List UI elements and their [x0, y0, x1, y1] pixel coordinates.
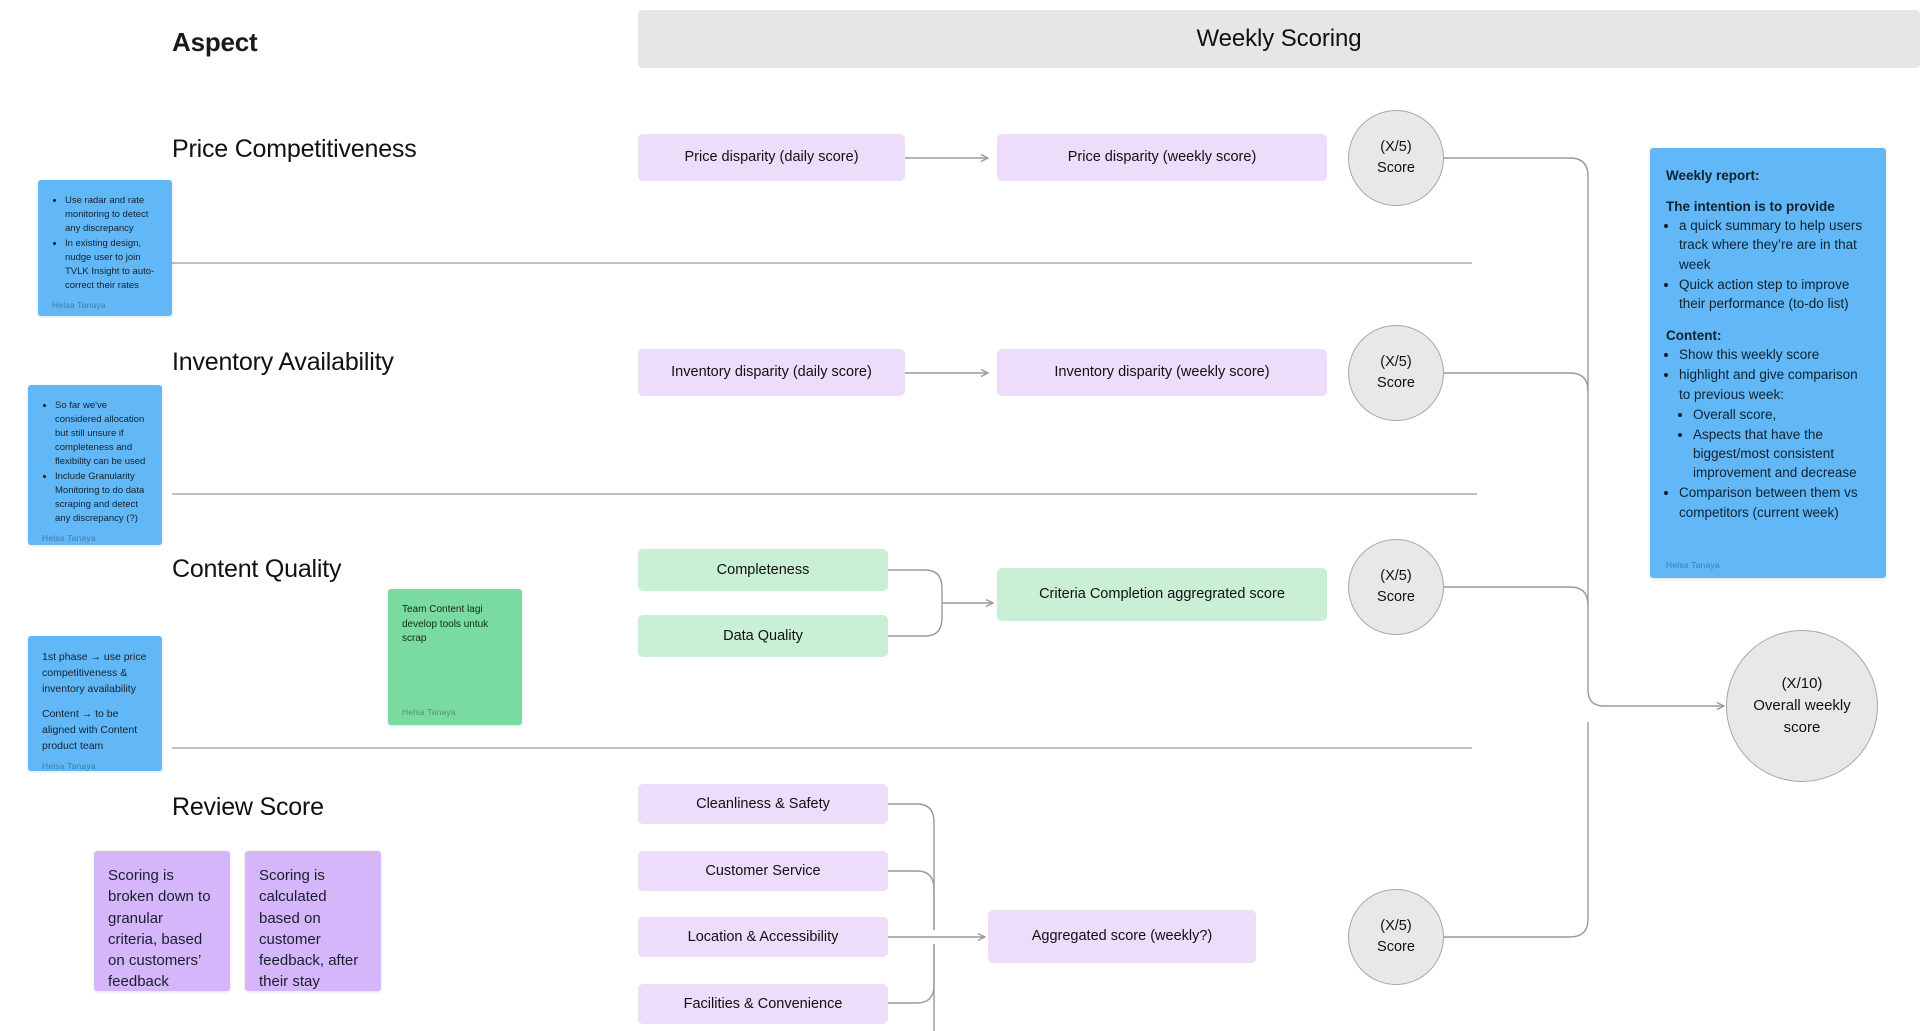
sticky-body: So far we've considered allocation but s…: [42, 399, 148, 527]
score-circle-review[interactable]: (X/5) Score: [1348, 889, 1444, 985]
sticky-author: Helsa Tanaya: [52, 300, 106, 311]
sticky-body: Use radar and rate monitoring to detect …: [52, 194, 158, 294]
list-item: highlight and give comparison to previou…: [1679, 365, 1870, 482]
weekly-scoring-label: Weekly Scoring: [1196, 25, 1362, 52]
page-title: Aspect: [172, 27, 258, 57]
score-label: Score: [1377, 589, 1415, 605]
sticky-paragraph: 1st phase → use price competitiveness & …: [42, 651, 147, 695]
wire-facilities-join: [888, 944, 935, 1004]
aspect-label-inventory-availability: Inventory Availability: [172, 348, 394, 376]
sub-list-item: Overall score,: [1693, 405, 1870, 424]
sub-list-item: Aspects that have the biggest/most consi…: [1693, 425, 1870, 482]
sticky-note-inventory-allocation[interactable]: So far we've considered allocation but s…: [28, 385, 162, 545]
node-inventory-disparity-daily[interactable]: Inventory disparity (daily score): [638, 349, 905, 396]
sticky-author: Helsa Tanaya: [42, 760, 96, 771]
list-item: So far we've considered allocation but s…: [55, 399, 148, 469]
sticky-note-granular-criteria[interactable]: Scoring is broken down to granular crite…: [94, 851, 230, 991]
list-item: Include Granularity Monitoring to do dat…: [55, 470, 148, 526]
list-item: Comparison between them vs competitors (…: [1679, 483, 1870, 521]
score-circle-inventory[interactable]: (X/5) Score: [1348, 325, 1444, 421]
aspect-label-price-competitiveness: Price Competitiveness: [172, 135, 417, 163]
sticky-body: 1st phase → use price competitiveness & …: [42, 650, 148, 755]
score-circle-price[interactable]: (X/5) Score: [1348, 110, 1444, 206]
node-customer-service[interactable]: Customer Service: [638, 851, 888, 891]
sticky-body: Scoring is broken down to granular crite…: [108, 867, 211, 991]
wire-completeness-join: [888, 569, 943, 592]
sticky-author: Helsa Tanaya: [402, 707, 456, 717]
node-location-accessibility[interactable]: Location & Accessibility: [638, 917, 888, 957]
list-item: Quick action step to improve their perfo…: [1679, 275, 1870, 313]
weekly-scoring-band: Weekly Scoring: [638, 10, 1920, 68]
sticky-body: Weekly report: The intention is to provi…: [1666, 166, 1870, 554]
node-price-disparity-weekly[interactable]: Price disparity (weekly score): [997, 134, 1327, 181]
score-circle-overall-weekly[interactable]: (X/10) Overall weekly score: [1726, 630, 1878, 782]
weekly-report-content-heading: Content:: [1666, 328, 1722, 344]
score-value: (X/5): [1380, 917, 1412, 934]
sticky-paragraph: Content → to be aligned with Content pro…: [42, 708, 138, 752]
list-item: a quick summary to help users track wher…: [1679, 216, 1870, 273]
score-value: (X/5): [1380, 353, 1412, 370]
wire-customer-service-join: [888, 870, 935, 930]
node-facilities-convenience[interactable]: Facilities & Convenience: [638, 984, 888, 1024]
sticky-body: Scoring is calculated based on customer …: [259, 867, 359, 991]
list-item-text: highlight and give comparison to previou…: [1679, 367, 1858, 402]
score-label: Score: [1377, 375, 1415, 391]
node-data-quality[interactable]: Data Quality: [638, 615, 888, 657]
sticky-note-price-monitoring[interactable]: Use radar and rate monitoring to detect …: [38, 180, 172, 316]
list-item: Show this weekly score: [1679, 345, 1870, 364]
list-item: Use radar and rate monitoring to detect …: [65, 194, 158, 236]
score-value: (X/5): [1380, 138, 1412, 155]
sticky-note-weekly-report[interactable]: Weekly report: The intention is to provi…: [1650, 148, 1886, 578]
sticky-note-content-phase[interactable]: 1st phase → use price competitiveness & …: [28, 636, 162, 771]
sticky-author: Helsa Tanaya: [1666, 560, 1720, 570]
score-label: Score: [1377, 160, 1415, 176]
overall-score-value: (X/10): [1781, 675, 1823, 693]
sticky-note-customer-feedback[interactable]: Scoring is calculated based on customer …: [245, 851, 381, 991]
overall-score-line2: score: [1783, 718, 1821, 736]
score-label: Score: [1377, 939, 1415, 955]
sticky-author: Helsa Tanaya: [42, 533, 96, 544]
score-value: (X/5): [1380, 567, 1412, 584]
aspect-label-review-score: Review Score: [172, 793, 324, 821]
node-completeness[interactable]: Completeness: [638, 549, 888, 591]
node-aggregated-score-weekly[interactable]: Aggregated score (weekly?): [988, 910, 1256, 963]
score-circle-content[interactable]: (X/5) Score: [1348, 539, 1444, 635]
list-item: In existing design, nudge user to join T…: [65, 237, 158, 293]
node-inventory-disparity-weekly[interactable]: Inventory disparity (weekly score): [997, 349, 1327, 396]
sticky-note-team-content-tools[interactable]: Team Content lagi develop tools untuk sc…: [388, 589, 522, 725]
weekly-report-intention-heading: The intention is to provide: [1666, 199, 1835, 215]
wire-dataquality-join: [888, 614, 943, 637]
overall-score-line1: Overall weekly: [1753, 697, 1851, 715]
node-price-disparity-daily[interactable]: Price disparity (daily score): [638, 134, 905, 181]
wire-cleanliness-join: [888, 803, 935, 930]
sticky-body: Team Content lagi develop tools untuk sc…: [402, 604, 489, 644]
node-criteria-completion-aggregated-score[interactable]: Criteria Completion aggregrated score: [997, 568, 1327, 621]
aspect-label-content-quality: Content Quality: [172, 555, 342, 583]
weekly-report-title: Weekly report:: [1666, 168, 1760, 183]
node-cleanliness-safety[interactable]: Cleanliness & Safety: [638, 784, 888, 824]
